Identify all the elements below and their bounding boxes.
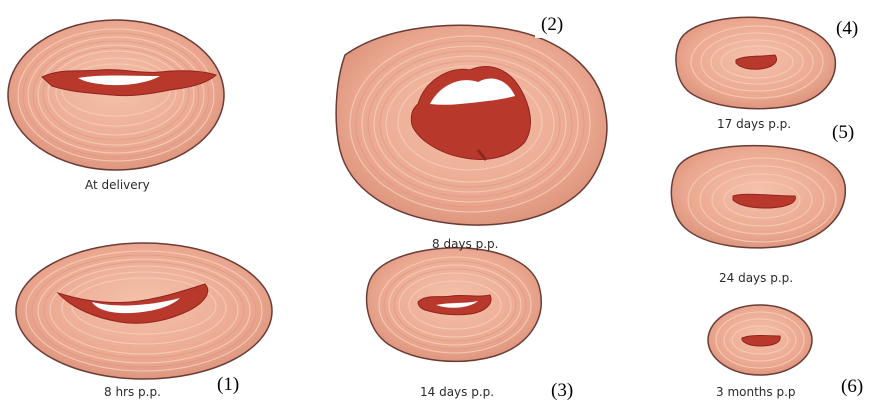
marker-4: (4) bbox=[830, 16, 864, 42]
cervix-at-delivery bbox=[8, 20, 224, 170]
marker-2: (2) bbox=[535, 12, 569, 38]
caption-8-days: 8 days p.p. bbox=[432, 237, 498, 251]
marker-1: (1) bbox=[211, 372, 245, 398]
cervix-3-months bbox=[708, 305, 812, 375]
caption-at-delivery: At delivery bbox=[85, 178, 150, 192]
cervix-24-days bbox=[671, 146, 845, 248]
caption-3-months: 3 months p.p bbox=[716, 385, 796, 399]
cervix-14-days bbox=[367, 248, 542, 362]
marker-6: (6) bbox=[835, 374, 869, 400]
caption-24-days: 24 days p.p. bbox=[719, 271, 793, 285]
cervix-17-days bbox=[676, 17, 835, 108]
marker-3: (3) bbox=[545, 378, 579, 404]
caption-17-days: 17 days p.p. bbox=[717, 117, 791, 131]
cervix-8-days bbox=[336, 25, 607, 225]
cervix-8-hrs bbox=[16, 243, 272, 379]
caption-8-hrs: 8 hrs p.p. bbox=[104, 385, 161, 399]
caption-14-days: 14 days p.p. bbox=[420, 385, 494, 399]
marker-5: (5) bbox=[826, 120, 860, 146]
